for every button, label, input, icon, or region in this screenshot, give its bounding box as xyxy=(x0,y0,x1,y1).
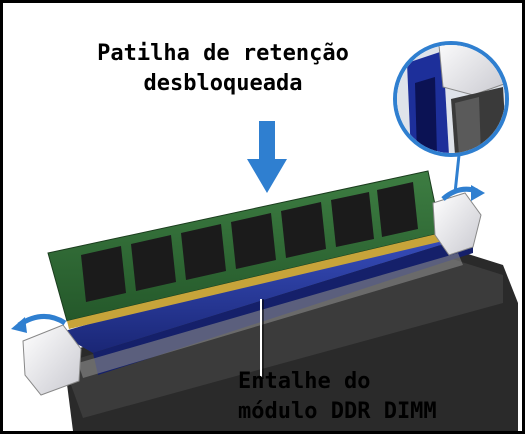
slot-pin-row xyxy=(78,253,463,378)
retention-tab-label-line1: Patilha de retenção xyxy=(97,41,349,66)
left-unlock-arrow xyxy=(17,314,67,328)
retention-tab-label-line2: desbloqueada xyxy=(143,71,303,96)
right-retaining-clip xyxy=(432,192,482,256)
dimm-installation-illustration xyxy=(11,41,518,431)
dimm-gold-contacts xyxy=(67,233,443,329)
memory-chips xyxy=(81,182,418,302)
magnified-clip-inset xyxy=(393,41,509,157)
right-arrow-head xyxy=(471,185,485,201)
dimm-notch-label: Entalhe do módulo DDR DIMM xyxy=(238,367,513,427)
dimm-notch-label-line2: módulo DDR DIMM xyxy=(238,399,437,424)
left-arrow-head xyxy=(11,317,27,333)
retention-tab-label: Patilha de retenção desbloqueada xyxy=(73,39,373,99)
dimm-notch-label-line1: Entalhe do xyxy=(238,369,371,394)
insert-down-arrow xyxy=(247,121,287,193)
left-retaining-clip xyxy=(22,324,82,396)
inset-connector xyxy=(453,154,461,194)
slot-shadow xyxy=(63,253,503,418)
